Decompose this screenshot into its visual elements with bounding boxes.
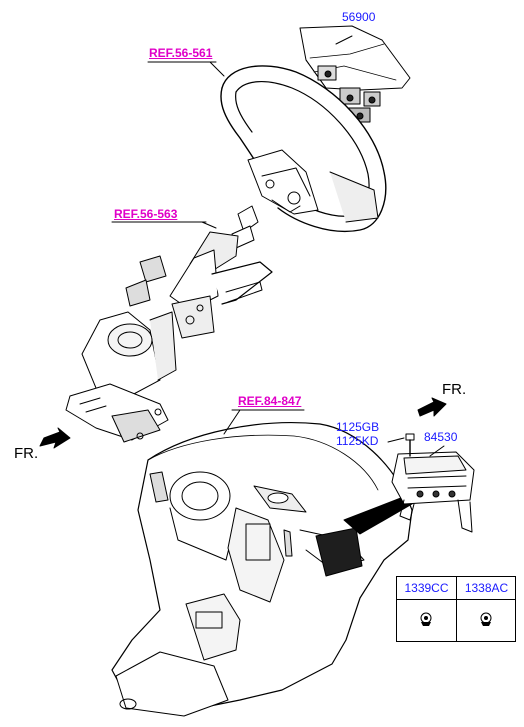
table-divider <box>456 577 457 641</box>
steering-wheel <box>220 65 387 233</box>
crash-pad-dashboard <box>111 422 413 717</box>
mounting-bolt <box>387 433 415 457</box>
driver-airbag-module <box>299 25 411 123</box>
reference-steering-wheel[interactable]: REF.56-561 <box>149 46 213 60</box>
leader-line-84530 <box>429 445 445 457</box>
part-number-bolt-a: 1125GB <box>336 420 380 434</box>
leader-line-ref-56-563 <box>201 221 217 229</box>
part-number-passenger-airbag: 84530 <box>424 430 458 444</box>
hex-nut-icon <box>480 612 492 626</box>
fastener-cell-2 <box>457 600 516 642</box>
front-direction-arrow-left <box>39 427 71 449</box>
fastener-cell-1 <box>397 600 456 642</box>
part-number-bolt-b: 1125KD <box>336 434 379 448</box>
reference-dashboard[interactable]: REF.84-847 <box>238 394 302 408</box>
leader-line-ref-84-847 <box>223 409 241 435</box>
reference-steering-column[interactable]: REF.56-563 <box>114 207 178 221</box>
front-label-right: FR. <box>442 381 467 398</box>
passenger-airbag-module <box>391 445 475 533</box>
fastener-column-header-2: 1338AC <box>457 577 516 600</box>
leader-line-ref-56-561 <box>209 61 225 77</box>
clip-nut-icon <box>420 612 432 626</box>
leader-line-56900 <box>335 35 353 45</box>
fastener-table: 1339CC 1338AC <box>396 576 516 642</box>
part-number-driver-airbag: 56900 <box>342 10 376 24</box>
fastener-column-header-1: 1339CC <box>397 577 456 600</box>
front-label-left: FR. <box>14 445 39 462</box>
steering-column <box>65 205 273 443</box>
front-direction-arrow-right <box>417 397 447 417</box>
